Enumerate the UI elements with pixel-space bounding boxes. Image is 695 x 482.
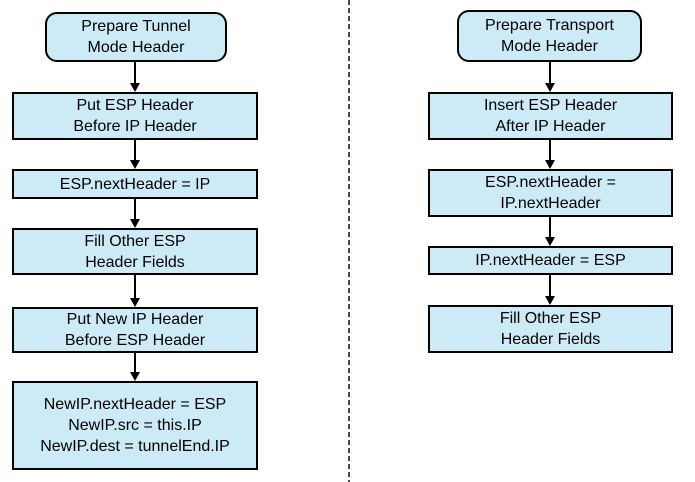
down-arrow-connector — [544, 62, 556, 92]
node-insert-esp-header-after-ip-header: Insert ESP Header After IP Header — [428, 92, 673, 140]
down-arrow-connector — [544, 217, 556, 246]
node-newip-field-assignments: NewIP.nextHeader = ESP NewIP.src = this.… — [12, 381, 258, 470]
node-prepare-transport-mode-header: Prepare Transport Mode Header — [457, 10, 642, 62]
down-arrow-connector — [129, 275, 141, 307]
node-ip-nextheader-equals-esp: IP.nextHeader = ESP — [428, 246, 673, 275]
down-arrow-connector — [129, 199, 141, 228]
dashed-divider — [348, 0, 350, 482]
node-esp-nextheader-equals-ip: ESP.nextHeader = IP — [12, 169, 258, 199]
node-fill-other-esp-header-fields-tunnel: Fill Other ESP Header Fields — [12, 228, 258, 275]
node-esp-nextheader-equals-ip-nextheader: ESP.nextHeader = IP.nextHeader — [428, 169, 673, 217]
down-arrow-connector — [129, 353, 141, 381]
node-prepare-tunnel-mode-header: Prepare Tunnel Mode Header — [45, 12, 227, 62]
node-fill-other-esp-header-fields-transport: Fill Other ESP Header Fields — [428, 305, 673, 353]
down-arrow-connector — [544, 140, 556, 169]
node-put-new-ip-header-before-esp-header: Put New IP Header Before ESP Header — [12, 307, 258, 353]
down-arrow-connector — [129, 62, 141, 92]
node-put-esp-header-before-ip-header: Put ESP Header Before IP Header — [12, 92, 258, 140]
down-arrow-connector — [129, 140, 141, 169]
down-arrow-connector — [544, 275, 556, 305]
